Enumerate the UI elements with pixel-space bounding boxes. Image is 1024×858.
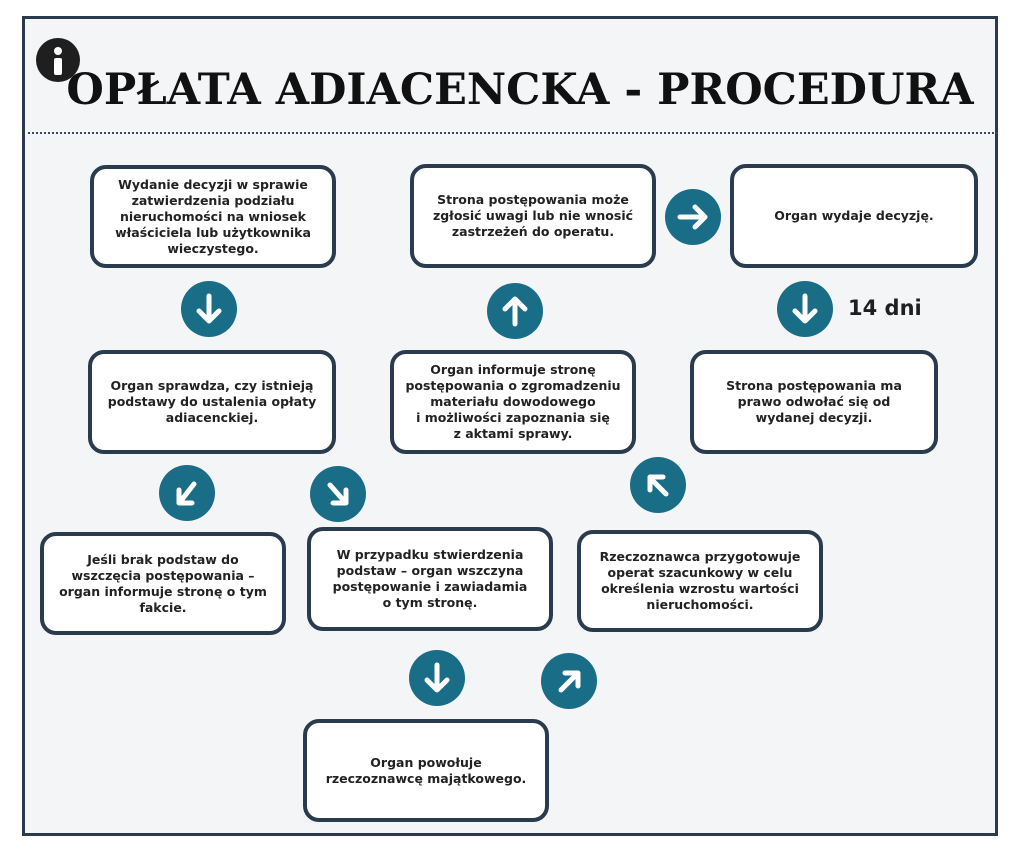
arrow-down-icon [777, 281, 833, 337]
arrow-up-left-icon [630, 457, 686, 513]
step-no-basis: Jeśli brak podstaw do wszczęcia postępow… [40, 532, 286, 635]
step-text: Organ sprawdza, czy istnieją podstawy do… [107, 378, 317, 425]
arrow-down-icon [181, 281, 237, 337]
step-appeal: Strona postępowania ma prawo odwołać się… [690, 350, 938, 454]
step-text: Wydanie decyzji w sprawie zatwierdzenia … [115, 176, 311, 256]
step-text: Organ powołuje rzeczoznawcę majątkowego. [325, 754, 527, 786]
arrow-down-right-icon [310, 466, 366, 522]
step-issue-decision: Organ wydaje decyzję. [730, 164, 978, 268]
arrow-right-icon [665, 189, 721, 245]
dotted-divider [28, 132, 998, 134]
step-text: W przypadku stwierdzenia podstaw – organ… [332, 547, 528, 610]
step-text: Strona postępowania może zgłosić uwagi l… [432, 192, 634, 239]
diagram-title: OPŁATA ADIACENCKA - PROCEDURA [66, 65, 974, 115]
step-appoint-appraiser: Organ powołuje rzeczoznawcę majątkowego. [303, 719, 549, 822]
step-check-basis: Organ sprawdza, czy istnieją podstawy do… [88, 350, 336, 454]
step-text: Strona postępowania ma prawo odwołać się… [726, 378, 902, 425]
step-text: Jeśli brak podstaw do wszczęcia postępow… [59, 551, 267, 615]
step-party-comments: Strona postępowania może zgłosić uwagi l… [410, 164, 656, 268]
arrow-up-right-icon [541, 653, 597, 709]
step-decision-division: Wydanie decyzji w sprawie zatwierdzenia … [90, 165, 336, 268]
info-icon [36, 38, 80, 82]
step-text: Organ informuje stronę postępowania o zg… [405, 362, 621, 441]
arrow-down-left-icon [159, 465, 215, 521]
step-text: Organ wydaje decyzję. [774, 208, 934, 223]
step-text: Rzeczoznawca przygotowuje operat szacunk… [599, 549, 801, 612]
deadline-label: 14 dni [848, 296, 922, 320]
step-inform-party: Organ informuje stronę postępowania o zg… [390, 350, 636, 454]
step-basis-found: W przypadku stwierdzenia podstaw – organ… [307, 527, 553, 631]
step-appraisal: Rzeczoznawca przygotowuje operat szacunk… [577, 530, 823, 632]
arrow-down-icon [409, 650, 465, 706]
arrow-up-icon [487, 283, 543, 339]
